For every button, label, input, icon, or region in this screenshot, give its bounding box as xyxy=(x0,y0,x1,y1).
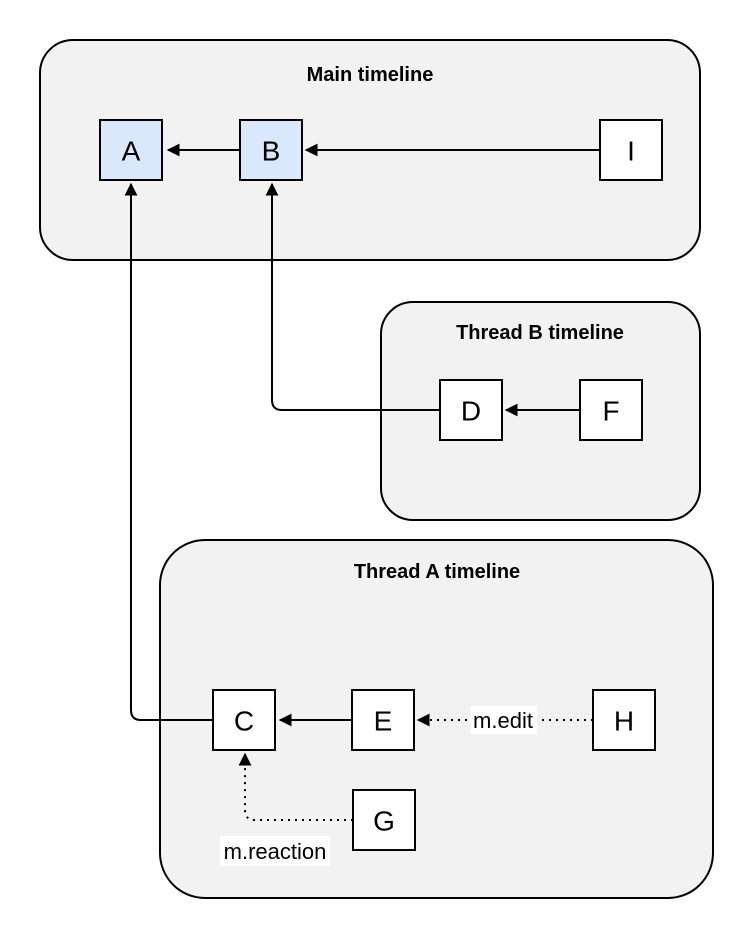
node-d-label: D xyxy=(461,396,481,427)
node-a: A xyxy=(99,119,163,181)
node-f: F xyxy=(579,379,643,441)
node-a-label: A xyxy=(122,136,141,167)
node-h: H xyxy=(592,689,656,751)
node-f-box xyxy=(579,379,643,441)
node-d: D xyxy=(439,379,503,441)
node-g-label: G xyxy=(373,806,395,837)
node-c-box xyxy=(212,689,276,751)
main-timeline-title: Main timeline xyxy=(307,64,434,86)
node-b-box xyxy=(239,119,303,181)
thread-a-timeline-title: Thread A timeline xyxy=(354,561,520,583)
node-e: E xyxy=(351,689,415,751)
nodes: A B I D F C E H xyxy=(99,119,663,851)
node-e-box xyxy=(351,689,415,751)
node-d-box xyxy=(439,379,503,441)
node-a-box xyxy=(99,119,163,181)
edges xyxy=(124,143,600,821)
node-c: C xyxy=(212,689,276,751)
node-b: B xyxy=(239,119,303,181)
node-g-box xyxy=(352,789,416,851)
node-i: I xyxy=(599,119,663,181)
node-e-label: E xyxy=(374,706,393,737)
node-h-label: H xyxy=(614,706,634,737)
m-edit-label: m.edit xyxy=(473,708,533,733)
edge-c-to-a xyxy=(124,182,213,721)
edge-labels: m.edit m.reaction xyxy=(220,706,537,866)
edge-d-to-b xyxy=(265,182,440,411)
node-g: G xyxy=(352,789,416,851)
m-reaction-label-bg xyxy=(220,836,330,866)
node-c-label: C xyxy=(234,706,254,737)
node-i-box xyxy=(599,119,663,181)
node-f-label: F xyxy=(602,396,619,427)
edge-g-to-c-dotted xyxy=(238,752,353,821)
thread-b-timeline-title: Thread B timeline xyxy=(456,322,624,344)
m-edit-label-bg xyxy=(470,706,537,734)
m-reaction-label: m.reaction xyxy=(224,839,327,864)
node-b-label: B xyxy=(262,136,281,167)
node-i-label: I xyxy=(627,136,635,167)
node-h-box xyxy=(592,689,656,751)
